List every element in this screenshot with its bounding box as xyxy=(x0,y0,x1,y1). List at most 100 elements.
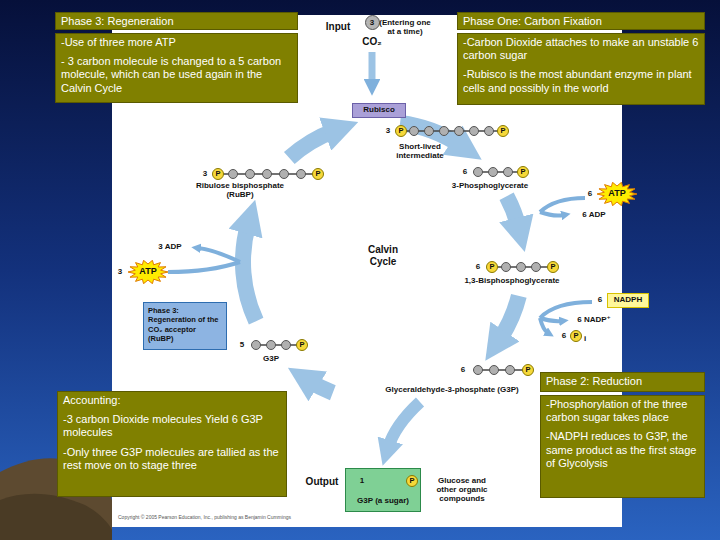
molecule xyxy=(492,263,553,272)
atp-burst: ATP xyxy=(597,182,637,206)
atp-arrow xyxy=(540,198,585,212)
carbon-ball xyxy=(490,366,499,375)
node-text: -NADPH reduces to G3P, the same product … xyxy=(546,430,699,470)
node-text: Accounting: xyxy=(63,394,281,407)
input-arrow xyxy=(369,52,376,84)
node-text: - 3 carbon molecule is changed to a 5 ca… xyxy=(61,55,292,95)
node-text: G3P (a sugar) xyxy=(357,497,409,506)
carbon-ball xyxy=(455,127,464,136)
bond-line xyxy=(478,369,528,371)
burst-outline xyxy=(128,260,168,283)
phosphate-label: P xyxy=(406,475,418,487)
cycle-label: Calvin Cycle xyxy=(361,244,405,267)
node-text: -Carbon Dioxide attaches to make an unst… xyxy=(463,36,699,62)
phase-title: Phase 3: Regeneration xyxy=(55,12,298,30)
accounting-box: Accounting: -3 carbon Dioxide molecules Y… xyxy=(57,391,287,497)
count-number: 6 xyxy=(460,167,470,176)
molecule xyxy=(252,341,303,350)
atp-arrow xyxy=(168,262,240,272)
molecule-label: 3 ADP xyxy=(152,242,188,251)
atp-burst: ATP xyxy=(128,260,168,284)
carbon-ball xyxy=(504,168,513,177)
molecule-label: CO₂ xyxy=(357,36,387,48)
carbon-ball xyxy=(474,366,483,375)
output-label: Output xyxy=(304,476,340,488)
node-text: Phase 3: Regeneration of the CO₂ accepto… xyxy=(148,306,222,344)
carbon-ball xyxy=(470,127,479,136)
carbon-ball xyxy=(297,170,306,179)
carbon-ball xyxy=(267,341,276,350)
product-label: Glucose and other organic compounds xyxy=(431,476,493,504)
cycle-arrow xyxy=(499,296,519,340)
node-text: ATP xyxy=(139,267,156,277)
node-text: Rubisco xyxy=(363,106,395,115)
node-text: -Phosphorylation of the three carbon sug… xyxy=(546,398,699,424)
molecule-label: 1,3-Bisphosphoglycerate xyxy=(452,276,572,285)
carbon-ball xyxy=(263,170,272,179)
molecule-label: 6 ADP xyxy=(576,210,612,219)
molecule xyxy=(218,170,318,179)
molecule-label: Ribulose bisphosphate (RuBP) xyxy=(185,181,295,199)
carbon-ball xyxy=(517,263,526,272)
carbon-ball xyxy=(282,341,291,350)
phosphate-label: P xyxy=(497,125,509,137)
phase-title: Phase One: Carbon Fixation xyxy=(457,12,705,30)
cycle-arrow xyxy=(507,196,519,228)
node-text: Phase 2: Reduction xyxy=(546,375,699,388)
molecule-label: 6 NADP⁺ xyxy=(574,315,614,324)
phase-notes: -Phosphorylation of the three carbon sug… xyxy=(540,395,705,498)
cycle-arrow xyxy=(289,130,335,158)
adp-arrow xyxy=(540,212,564,216)
carbon-ball xyxy=(410,127,419,136)
phosphate-label: P xyxy=(395,125,407,137)
carbon-ball xyxy=(280,170,289,179)
cycle-arrows xyxy=(243,123,519,393)
count-number: 3 xyxy=(115,267,125,276)
phosphate-label: P xyxy=(312,168,324,180)
carbon-ball xyxy=(506,366,515,375)
carbon-ball xyxy=(489,168,498,177)
carbon-ball xyxy=(485,127,494,136)
molecule-label: Glyceraldehyde-3-phosphate (G3P) xyxy=(382,385,522,394)
count-number: 6 xyxy=(559,331,569,340)
phosphate-label: P xyxy=(517,166,529,178)
note-label: (Entering one at a time) xyxy=(379,18,431,36)
carbon-ball xyxy=(246,170,255,179)
node-text: -Use of three more ATP xyxy=(61,36,292,49)
output-arrow xyxy=(388,402,420,448)
carbon-ball xyxy=(532,263,541,272)
count-number: 1 xyxy=(357,476,367,485)
input-label: Input xyxy=(318,21,358,33)
count-number: 6 xyxy=(473,262,483,271)
subscript-label: i xyxy=(582,334,588,343)
count-number: 3 xyxy=(200,169,210,178)
node-text: -Rubisco is the most abundant enzyme in … xyxy=(463,68,699,94)
cycle-arrow xyxy=(243,223,256,321)
molecule xyxy=(474,366,529,375)
phosphate-label: P xyxy=(570,330,582,342)
adp-arrow xyxy=(198,248,240,262)
count-number: 3 xyxy=(365,15,380,30)
enzyme-box: Rubisco xyxy=(352,103,406,118)
phosphate-label: P xyxy=(212,168,224,180)
count-number: 6 xyxy=(595,295,605,304)
hill xyxy=(0,494,112,540)
pi-arrow xyxy=(540,318,548,333)
carbon-ball xyxy=(502,263,511,272)
node-text: ATP xyxy=(608,189,625,199)
cycle-arrow xyxy=(309,381,333,393)
phase-title: Phase 2: Reduction xyxy=(540,372,705,392)
phase-notes: -Use of three more ATP - 3 carbon molecul… xyxy=(55,33,298,103)
count-number: 5 xyxy=(237,340,247,349)
molecule-label: 3-Phosphoglycerate xyxy=(440,181,540,190)
molecule xyxy=(474,168,524,177)
carbon-ball xyxy=(425,127,434,136)
node-text: NADPH xyxy=(614,296,642,305)
node-text: -3 carbon Dioxide molecules Yield 6 G3P … xyxy=(63,413,281,439)
phosphate-label: P xyxy=(547,261,559,273)
phase-notes: -Carbon Dioxide attaches to make an unst… xyxy=(457,33,705,105)
phosphate-label: P xyxy=(486,261,498,273)
nadph-box: NADPH xyxy=(607,293,649,308)
